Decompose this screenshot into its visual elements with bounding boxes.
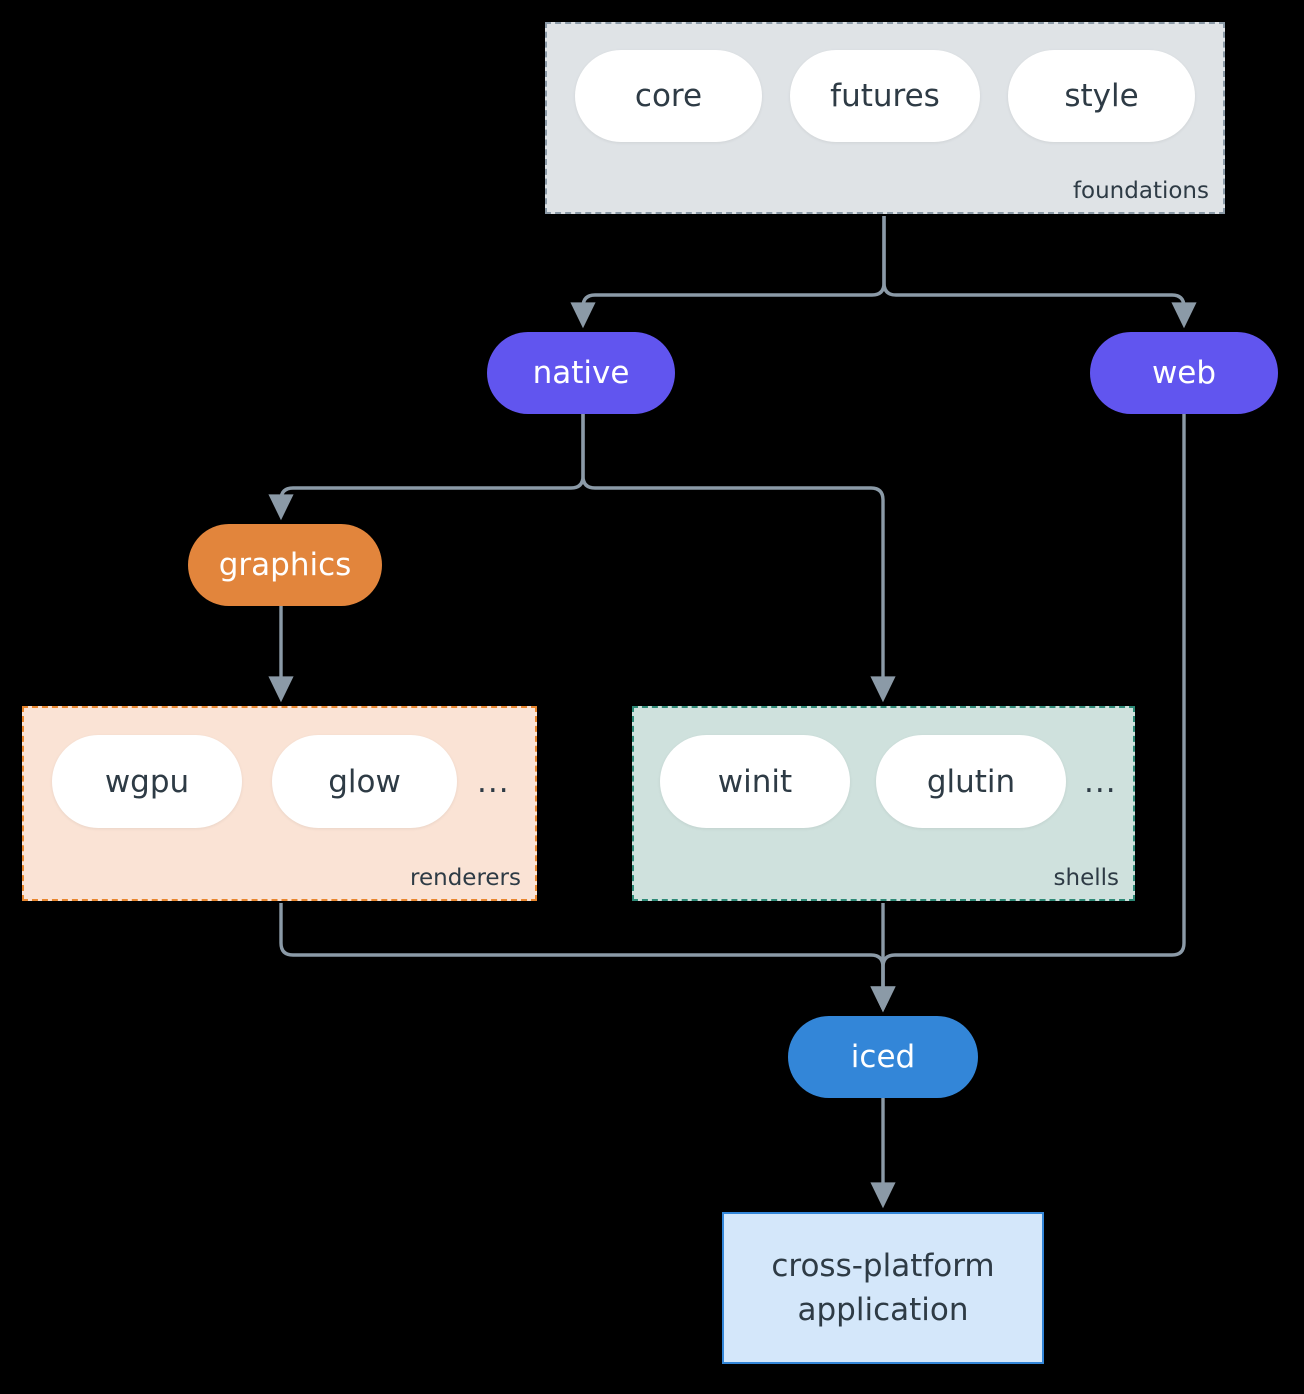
node-glow[interactable]: glow [272, 735, 457, 828]
cluster-foundations: core futures style foundations [545, 22, 1225, 214]
node-futures[interactable]: futures [790, 50, 980, 142]
cluster-renderers-label: renderers [410, 865, 521, 891]
node-glow-label: glow [328, 763, 401, 800]
node-glutin[interactable]: glutin [876, 735, 1066, 828]
node-winit[interactable]: winit [660, 735, 850, 828]
renderers-ellipsis: ... [477, 763, 510, 800]
node-cross-platform-application[interactable]: cross-platform application [722, 1212, 1044, 1364]
node-graphics-label: graphics [218, 547, 352, 583]
edge-foundations-web [882, 216, 1197, 329]
cluster-shells: winit glutin ... shells [632, 706, 1135, 901]
shells-ellipsis: ... [1084, 763, 1117, 800]
application-label-line1: cross-platform [771, 1247, 995, 1284]
node-iced-label: iced [850, 1039, 916, 1075]
node-wgpu[interactable]: wgpu [52, 735, 242, 828]
node-web[interactable]: web [1090, 332, 1278, 414]
node-style[interactable]: style [1008, 50, 1195, 142]
edge-native-graphics [268, 414, 585, 521]
node-graphics[interactable]: graphics [188, 524, 382, 606]
node-iced[interactable]: iced [788, 1016, 978, 1098]
node-core-label: core [634, 78, 703, 114]
application-label-line2: application [797, 1292, 969, 1328]
cluster-renderers: wgpu glow ... renderers [22, 706, 537, 901]
node-core[interactable]: core [575, 50, 762, 142]
edge-foundations-native [570, 216, 886, 329]
node-web-label: web [1151, 355, 1217, 391]
node-futures-label: futures [830, 78, 940, 114]
edge-native-shells [581, 414, 896, 703]
node-winit-label: winit [717, 763, 793, 800]
cluster-foundations-label: foundations [1072, 178, 1209, 204]
node-glutin-label: glutin [926, 763, 1016, 800]
node-style-label: style [1064, 78, 1139, 114]
node-wgpu-label: wgpu [104, 763, 190, 800]
edge-renderers-iced [279, 903, 896, 1013]
node-native[interactable]: native [487, 332, 675, 414]
node-native-label: native [532, 355, 630, 391]
cluster-shells-label: shells [1053, 865, 1119, 891]
